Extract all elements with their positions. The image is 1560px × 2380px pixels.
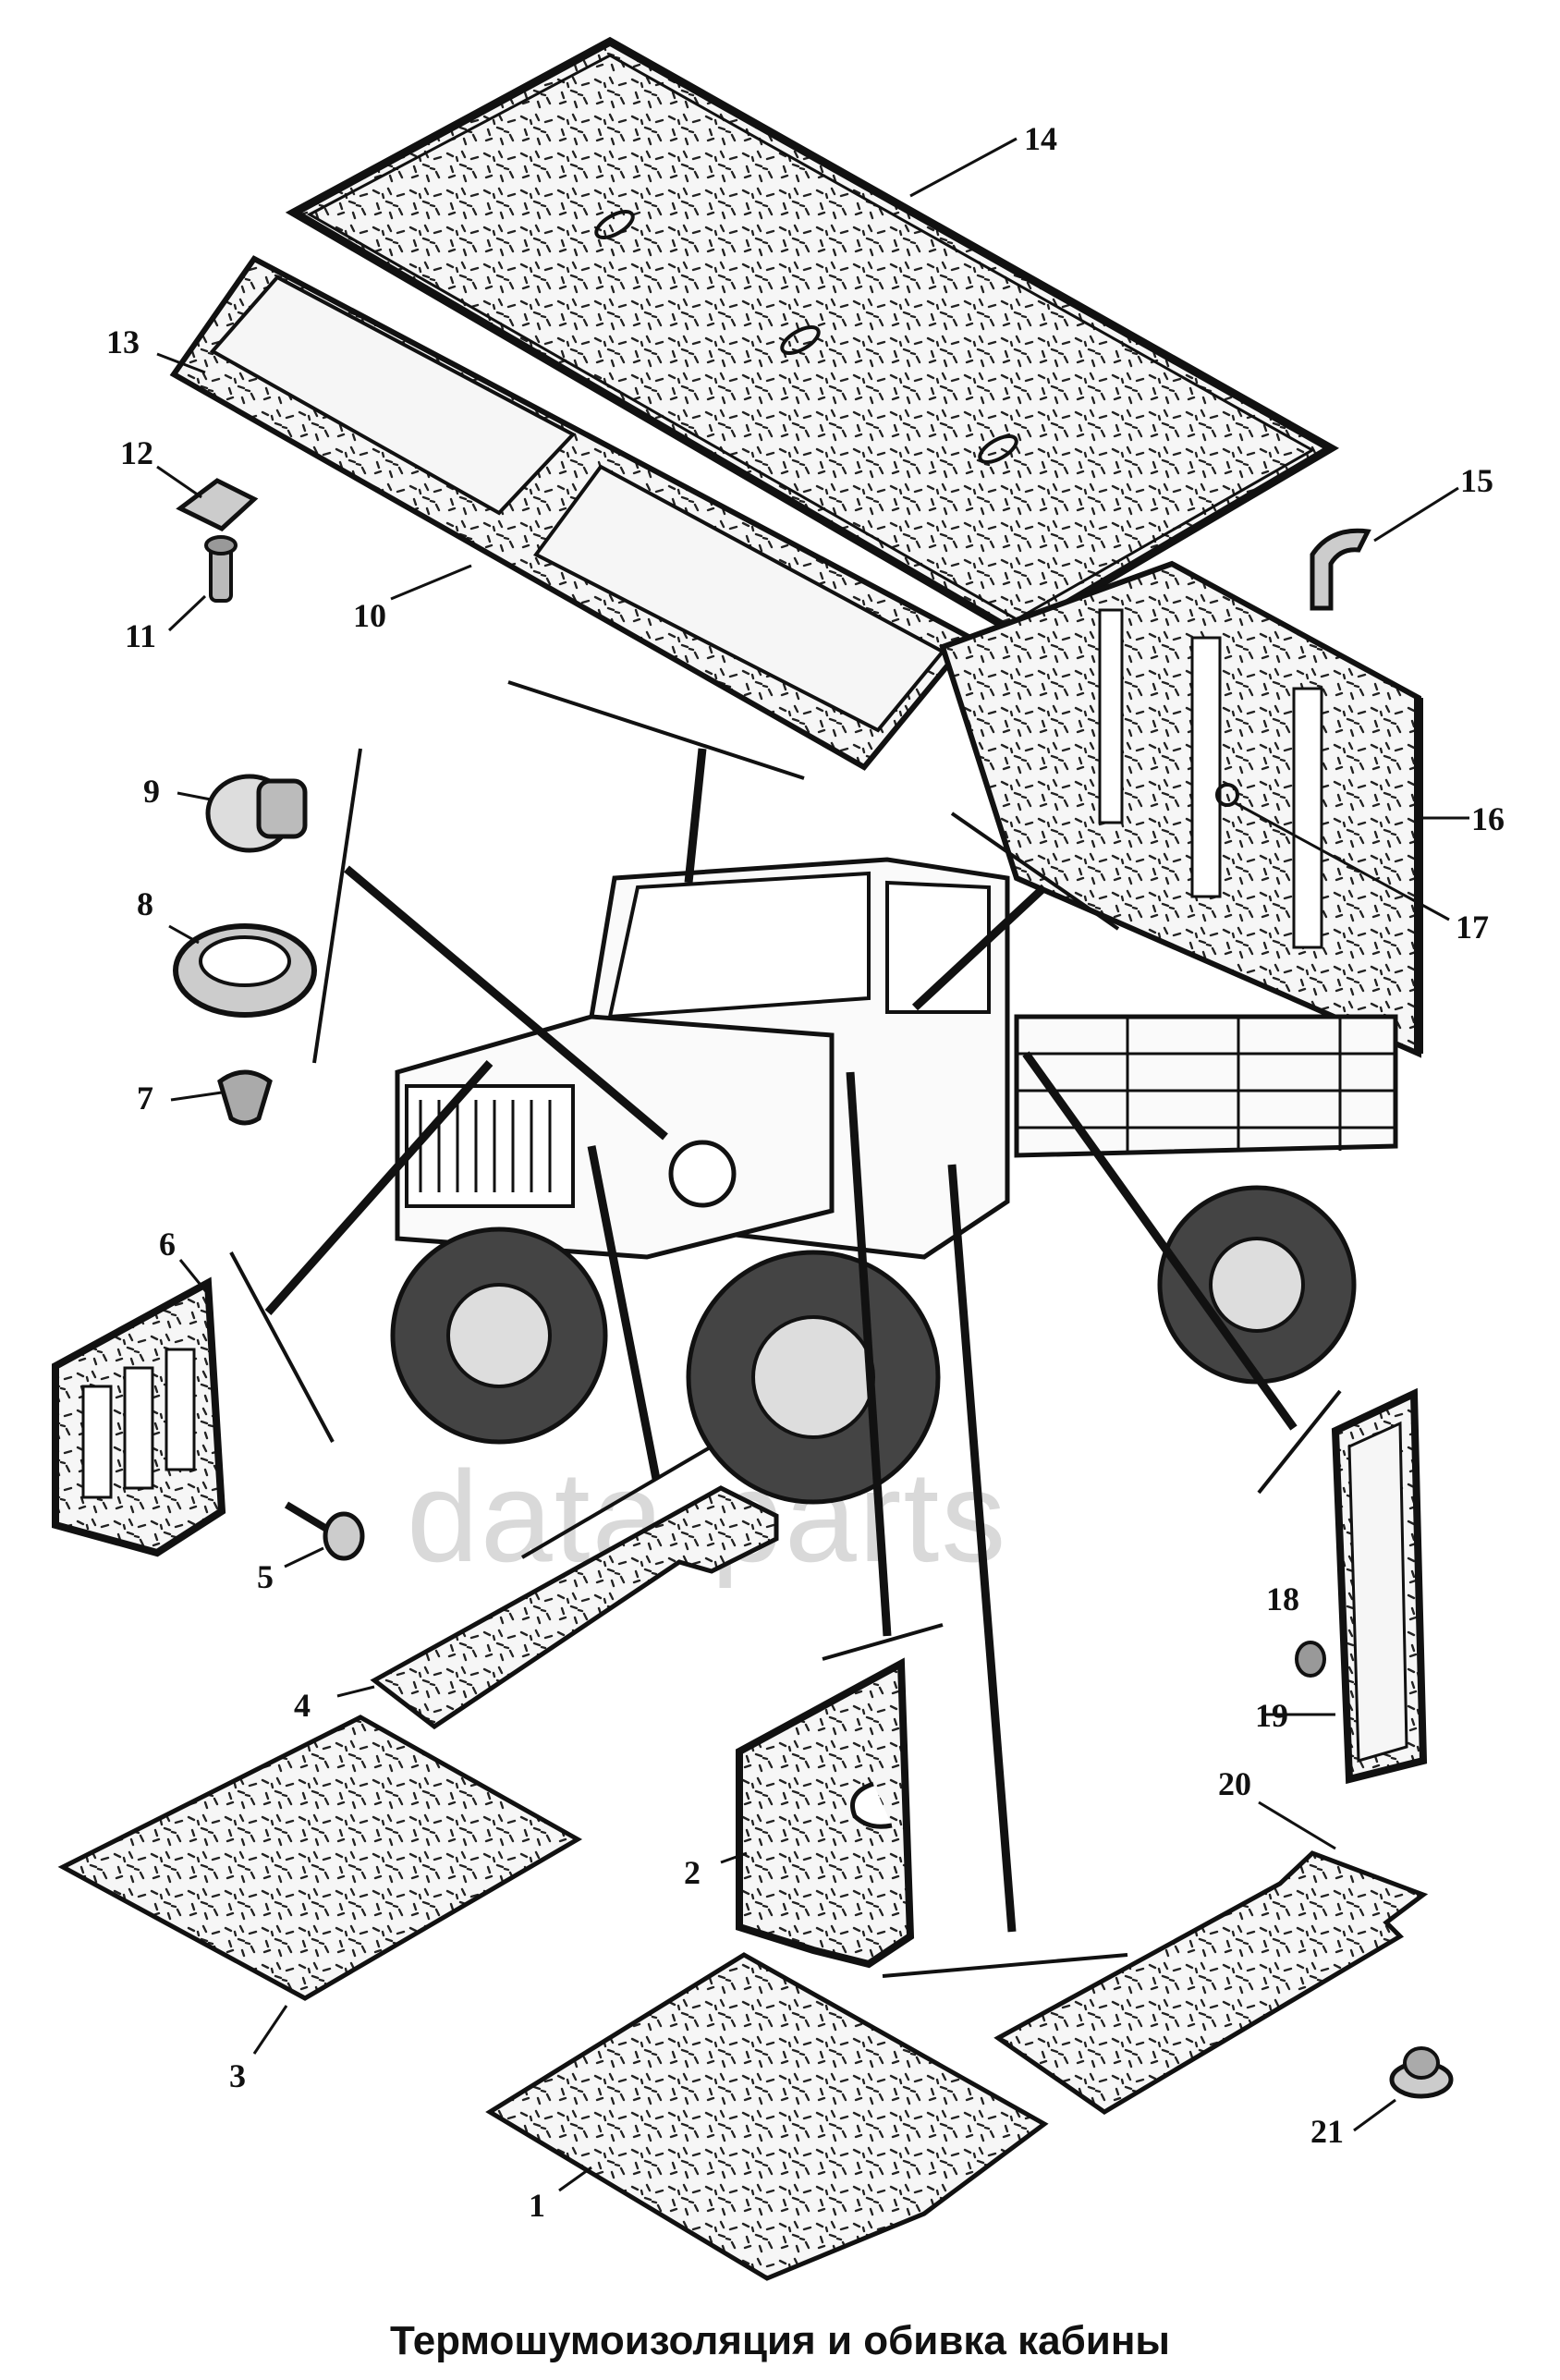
callout-16: 16 (1471, 800, 1505, 837)
callout-17: 17 (1456, 909, 1489, 946)
part-clamp-15 (1310, 528, 1371, 611)
part-nut-12 (176, 478, 259, 531)
callout-4: 4 (294, 1687, 311, 1724)
callout-2: 2 (684, 1854, 701, 1891)
callout-1: 1 (529, 2187, 545, 2224)
callout-11: 11 (125, 617, 156, 654)
callout-15: 15 (1460, 462, 1493, 499)
callout-21: 21 (1310, 2113, 1344, 2150)
callout-10: 10 (353, 597, 386, 634)
part-side-panel-6 (52, 1276, 226, 1557)
callout-7: 7 (137, 1080, 153, 1117)
truck-illustration (390, 857, 1398, 1505)
callout-9: 9 (143, 773, 160, 810)
part-plug (205, 774, 308, 853)
callout-labels: 1 2 3 4 5 6 7 8 9 10 11 12 13 14 15 16 1… (106, 120, 1505, 2224)
callout-20: 20 (1218, 1765, 1251, 1802)
assembly-guide-lines (229, 680, 1342, 1978)
part-floor-mat-1 (485, 1952, 1049, 2281)
part-roof-panel (285, 36, 1340, 639)
part-rear-wall-panel (939, 560, 1423, 1058)
callout-13: 13 (106, 323, 140, 360)
part-pin-5 (284, 1501, 365, 1561)
callout-3: 3 (229, 2057, 246, 2094)
part-grommet (173, 923, 317, 1018)
callout-14: 14 (1024, 120, 1057, 157)
diagram-caption: Термошумоизоляция и обивка кабины (390, 2318, 1170, 2363)
part-pillar-trim-19 (1331, 1387, 1428, 1785)
part-floor-strip-20 (993, 1850, 1429, 2115)
part-floor-strip-4 (370, 1485, 779, 1730)
callout-12: 12 (120, 434, 153, 471)
part-clip-18 (1295, 1641, 1326, 1678)
callout-8: 8 (137, 885, 153, 922)
part-header-panel (169, 255, 975, 771)
callout-19: 19 (1255, 1697, 1288, 1734)
callout-leaders (156, 137, 1469, 2192)
part-floor-mat-3 (57, 1715, 583, 2001)
assembly-leader-lines (264, 748, 1298, 1933)
callout-5: 5 (257, 1558, 274, 1595)
part-cap-21 (1389, 2046, 1454, 2099)
part-screw-11 (204, 535, 238, 603)
part-clip-7 (217, 1069, 273, 1126)
callout-18: 18 (1266, 1581, 1299, 1617)
part-side-trim-2 (736, 1657, 915, 1969)
callout-6: 6 (159, 1226, 176, 1263)
